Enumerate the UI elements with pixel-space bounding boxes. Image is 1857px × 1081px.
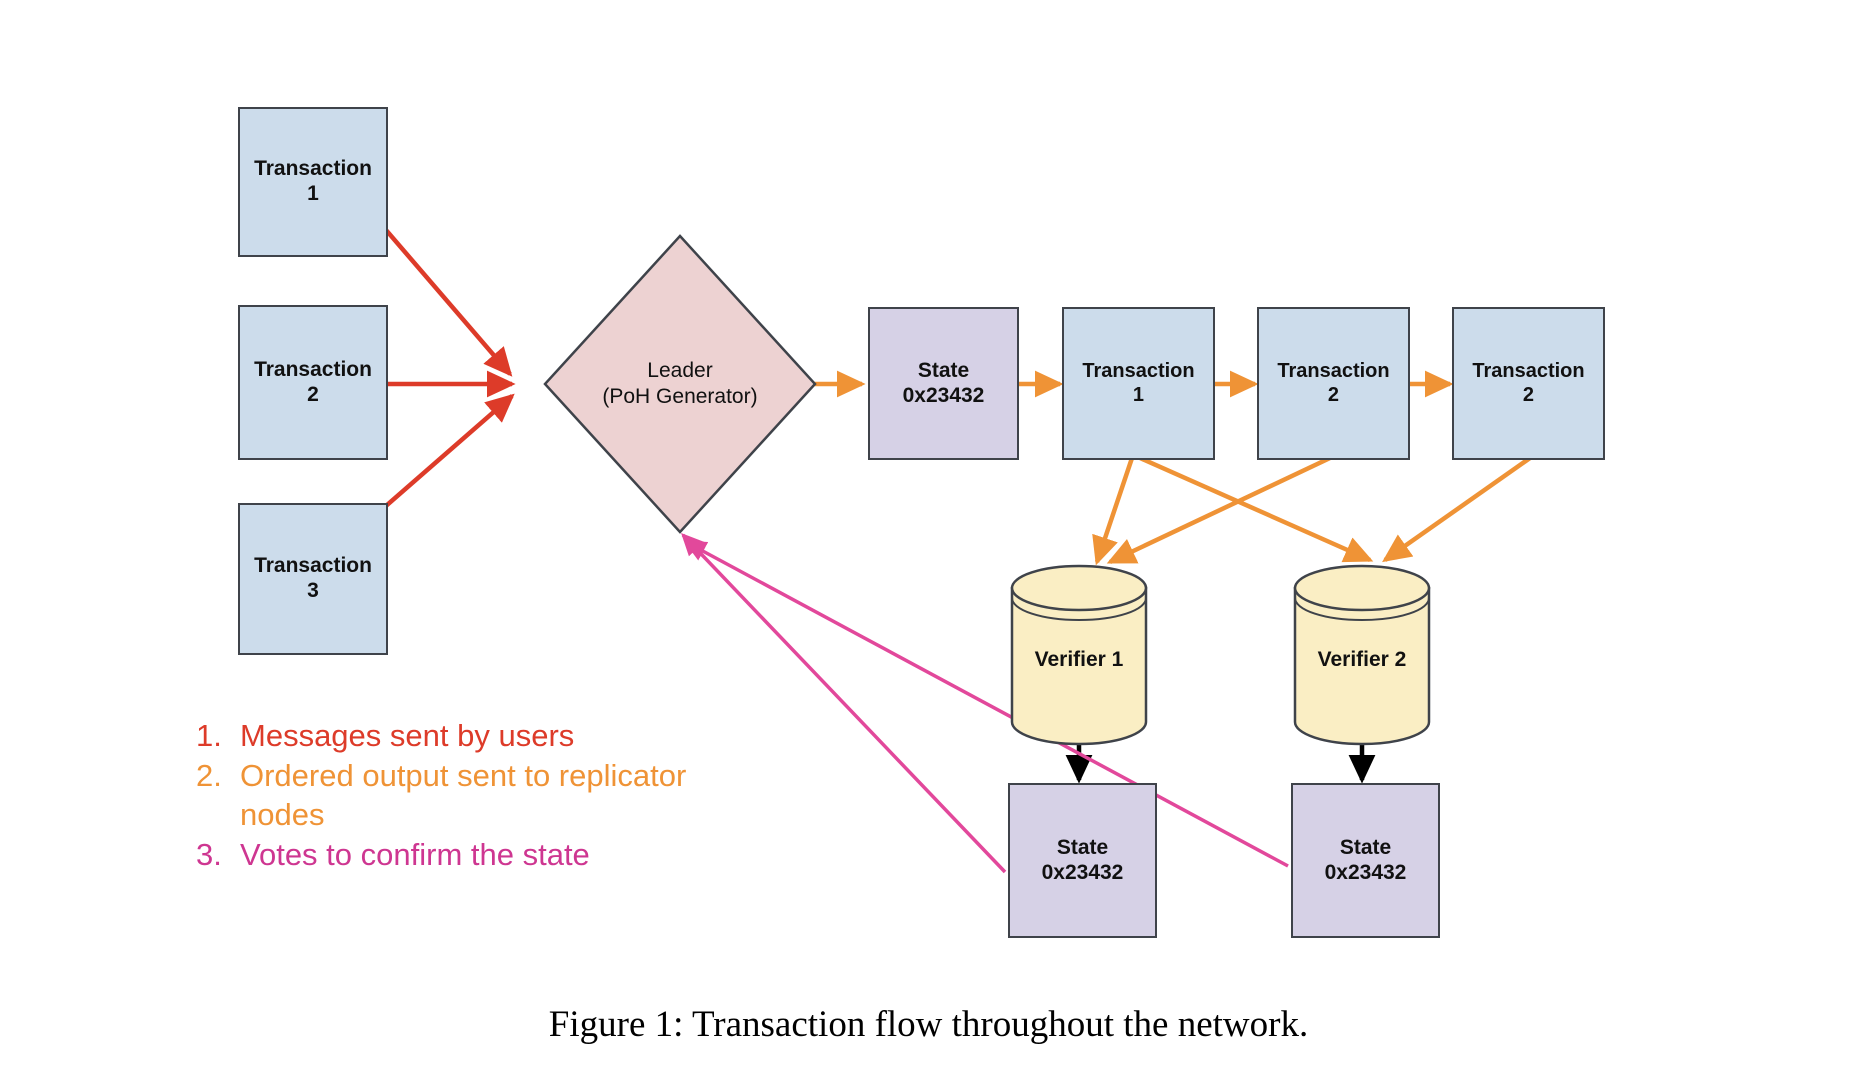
ledger-transaction-3-number: 2	[1522, 383, 1535, 406]
input-transaction-3-number: 3	[307, 579, 319, 602]
input-transaction-2-label: Transaction	[254, 357, 372, 381]
ledger-transaction-1-number: 1	[1132, 383, 1145, 406]
orange-verifier-arrows	[1092, 455, 1532, 566]
ledger-state-box[interactable]: State 0x23432	[868, 307, 1019, 460]
input-transaction-1-label: Transaction	[254, 157, 372, 181]
ledger-transaction-2[interactable]: Transaction 2	[1257, 307, 1410, 460]
verifier-1-state-label: State	[1056, 835, 1109, 859]
verifier-2-state-box[interactable]: State 0x23432	[1291, 783, 1440, 938]
verifier-1-state-hash: 0x23432	[1041, 860, 1124, 884]
legend-item-2-number: 2.	[196, 757, 222, 793]
leader-node[interactable]: Leader (PoH Generator)	[545, 236, 815, 532]
input-transaction-1-number: 1	[307, 182, 319, 205]
leader-label-line1: Leader	[647, 358, 713, 382]
verifier-1-label: Verifier 1	[1034, 648, 1124, 671]
black-state-arrows	[1065, 730, 1376, 784]
legend-item-2: 2. Ordered output sent to replicator nod…	[196, 756, 716, 835]
input-transaction-3-label: Transaction	[254, 554, 372, 578]
legend-item-3: 3. Votes to confirm the state	[196, 835, 716, 875]
ledger-transaction-3[interactable]: Transaction 2	[1452, 307, 1605, 460]
input-transaction-2-number: 2	[307, 382, 319, 406]
ledger-state-label: State	[917, 358, 970, 382]
input-transaction-2[interactable]: Transaction 2	[238, 305, 388, 460]
ledger-transaction-3-label: Transaction	[1472, 359, 1585, 382]
legend-item-2-text: Ordered output sent to replicator nodes	[240, 757, 687, 833]
ledger-transaction-1[interactable]: Transaction 1	[1062, 307, 1215, 460]
verifier-1-state-box[interactable]: State 0x23432	[1008, 783, 1157, 938]
input-transaction-1[interactable]: Transaction 1	[238, 107, 388, 257]
ledger-transaction-2-label: Transaction	[1277, 359, 1390, 382]
legend: 1. Messages sent by users 2. Ordered out…	[196, 716, 716, 875]
legend-item-1-number: 1.	[196, 718, 222, 753]
pink-vote-arrows	[681, 532, 1289, 874]
verifier-2-label: Verifier 2	[1317, 648, 1407, 671]
legend-item-1-text: Messages sent by users	[240, 718, 575, 753]
legend-item-1: 1. Messages sent by users	[196, 716, 716, 756]
legend-item-3-number: 3.	[196, 837, 222, 873]
leader-label-line2: (PoH Generator)	[602, 385, 758, 408]
ledger-state-hash: 0x23432	[902, 383, 985, 407]
verifier-2-state-hash: 0x23432	[1324, 860, 1407, 884]
ledger-transaction-2-number: 2	[1327, 383, 1340, 406]
verifier-2-state-label: State	[1339, 835, 1392, 859]
figure-caption: Figure 1: Transaction flow throughout th…	[548, 1004, 1309, 1045]
input-transaction-3[interactable]: Transaction 3	[238, 503, 388, 655]
ledger-transaction-1-label: Transaction	[1082, 359, 1195, 382]
legend-item-3-text: Votes to confirm the state	[240, 837, 590, 873]
